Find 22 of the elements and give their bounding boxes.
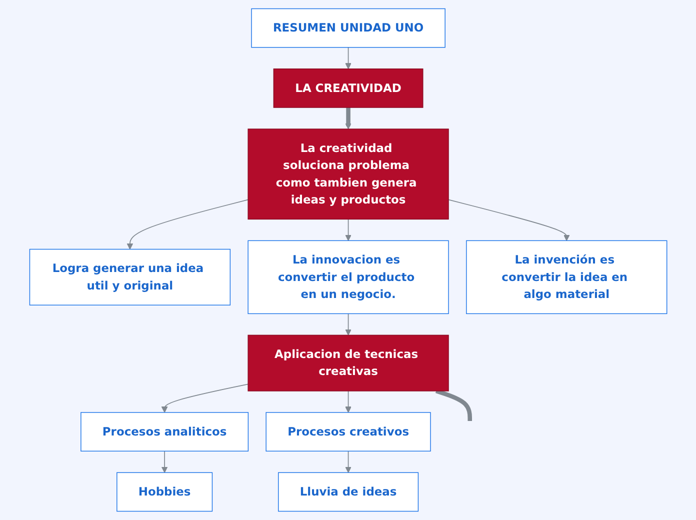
arrow — [344, 313, 352, 336]
arrow — [126, 199, 248, 250]
arrow — [448, 199, 570, 241]
arrow — [344, 450, 352, 473]
node-box: LA CREATIVIDAD — [273, 68, 423, 108]
arrow — [161, 384, 248, 413]
arrow — [344, 107, 352, 130]
node-box: La innovacion es convertir el producto en un negocio. — [247, 240, 449, 314]
node-box: Aplicacion de tecnicas creativas — [247, 334, 449, 392]
node-box: RESUMEN UNIDAD UNO — [250, 8, 446, 48]
arrow — [161, 450, 168, 473]
arrow — [344, 390, 352, 413]
arrow — [344, 46, 352, 70]
node-box: La invención es convertir la idea en algo material — [466, 240, 667, 314]
node-box: Lluvia de ideas — [278, 472, 418, 512]
node-box: Procesos creativos — [265, 412, 431, 452]
connector — [435, 388, 472, 422]
node-box: Hobbies — [116, 472, 212, 512]
node-box: La creatividad soluciona problema como tambien genera ideas y productos — [247, 128, 449, 220]
node-box: Procesos analiticos — [80, 412, 248, 452]
node-box: Logra generar una idea util y original — [29, 248, 230, 306]
arrow — [344, 218, 352, 241]
